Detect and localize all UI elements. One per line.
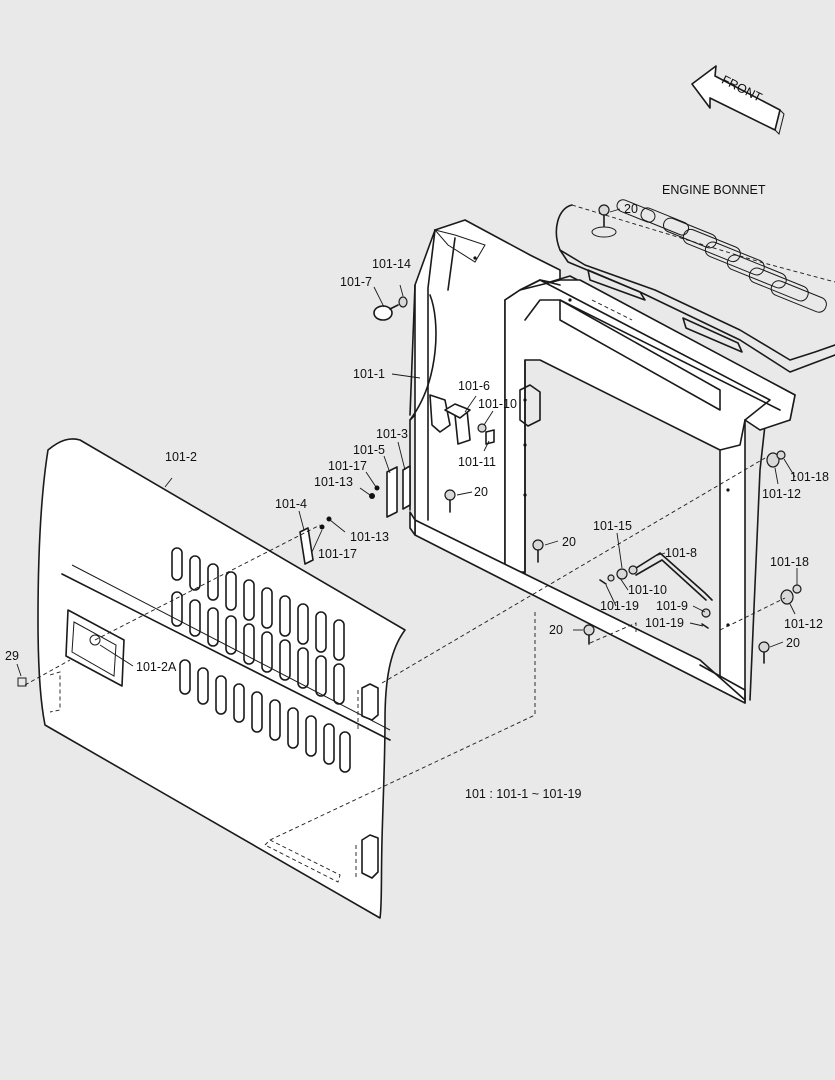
bolt-20-low [532,539,544,563]
washer-101-14 [398,296,408,308]
label-101-15: 101-15 [593,519,632,533]
label-101-19-left: 101-19 [600,599,639,613]
bolt-20-bottom [583,624,595,645]
label-101-7: 101-7 [340,275,372,289]
bolt-20-mid [444,489,456,513]
label-101-9: 101-9 [656,599,688,613]
label-101-1: 101-1 [353,367,385,381]
label-101-19-right: 101-19 [645,616,684,630]
engine-bonnet [555,199,835,373]
label-101-17-bottom: 101-17 [318,547,357,561]
bolt-20-top [598,204,610,227]
small-parts [17,204,802,687]
label-20-mid: 20 [474,485,488,499]
bolt-20-right [758,641,770,664]
vent-slots-row-3 [179,659,351,773]
label-29: 29 [5,649,19,663]
label-20-top: 20 [624,202,638,216]
label-101-12-bottom: 101-12 [784,617,823,631]
label-101-10-bottom: 101-10 [628,583,667,597]
label-101-13-top: 101-13 [314,475,353,489]
door-panel-101-2 [37,438,406,919]
label-101-6: 101-6 [458,379,490,393]
label-101-8: 101-8 [665,546,697,560]
frame-101-1 [409,219,796,704]
label-101-2: 101-2 [165,450,197,464]
label-101-18-top: 101-18 [790,470,829,484]
label-20-low: 20 [562,535,576,549]
label-20-bottom: 20 [549,623,563,637]
connection-lines [24,299,786,841]
label-101-5: 101-5 [353,443,385,457]
label-101-18-bottom: 101-18 [770,555,809,569]
door-latch-101-2a [65,609,125,687]
leader-lines [16,208,798,677]
engine-bonnet-label: ENGINE BONNET [662,183,766,197]
knob-101-7 [373,305,393,321]
part-labels: ENGINE BONNET 20 101-14 101-7 101-1 101-… [5,183,829,801]
label-101-11: 101-11 [458,455,496,469]
label-101-12-top: 101-12 [762,487,801,501]
vent-slots-row-2 [171,591,345,705]
assembly-note: 101 : 101-1 ~ 101-19 [465,787,581,801]
label-101-4: 101-4 [275,497,307,511]
label-101-14: 101-14 [372,257,411,271]
label-101-10-top: 101-10 [478,397,517,411]
front-arrow: FRONT [691,65,785,135]
label-101-2a: 101-2A [136,660,177,674]
label-20-right: 20 [786,636,800,650]
label-101-3: 101-3 [376,427,408,441]
label-101-13-bottom: 101-13 [350,530,389,544]
label-101-17-top: 101-17 [328,459,367,473]
